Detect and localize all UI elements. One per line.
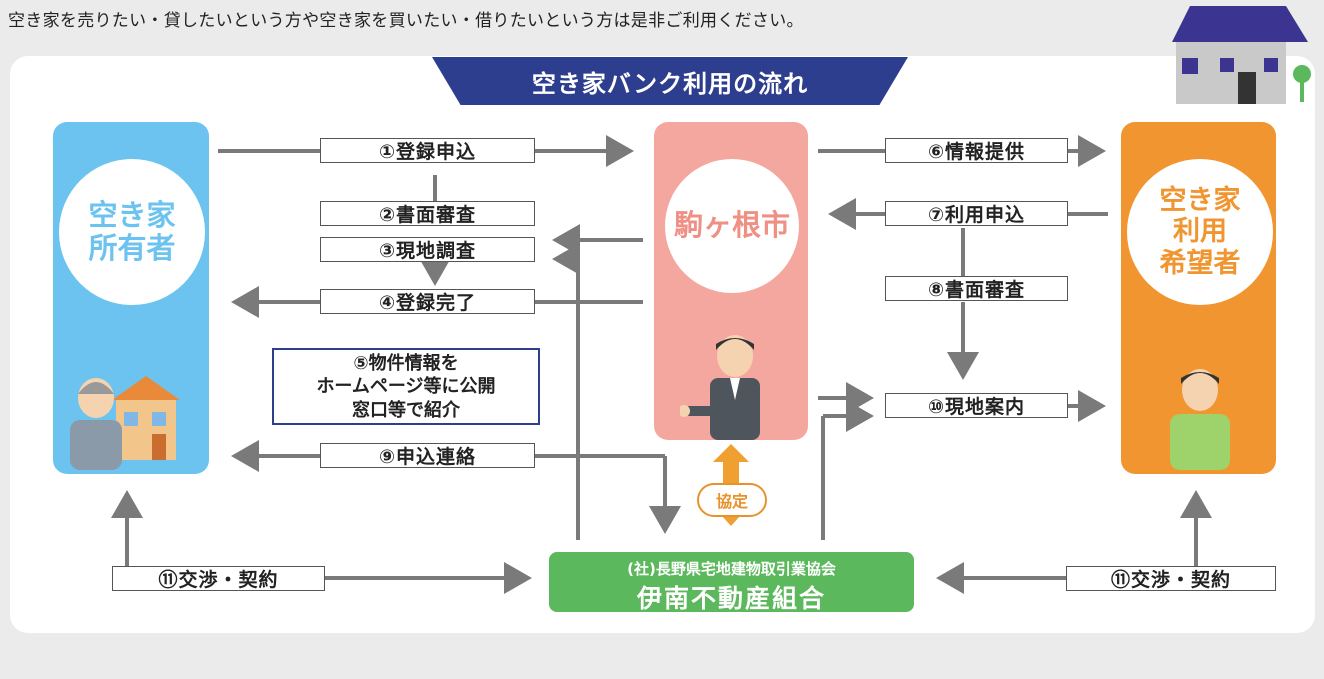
flow-title: 空き家バンク利用の流れ	[432, 57, 908, 105]
step-11-negotiation-left: ⑪交渉・契約	[112, 566, 325, 591]
step-6-info-provision: ⑥情報提供	[885, 138, 1068, 163]
step-9-application-notice: ⑨申込連絡	[320, 443, 535, 468]
step-11-negotiation-right: ⑪交渉・契約	[1066, 566, 1276, 591]
user-person-icon	[1170, 369, 1230, 470]
agreement-badge: 協定	[697, 483, 767, 517]
real-estate-association: (社)長野県宅地建物取引業協会 伊南不動産組合	[549, 552, 914, 613]
city-staff-icon	[680, 335, 760, 440]
step-2-document-review: ②書面審査	[320, 201, 535, 226]
step-7-usage-application: ⑦利用申込	[885, 201, 1068, 226]
owner-person-icon	[70, 376, 180, 470]
step-4-registration-complete: ④登録完了	[320, 289, 535, 314]
step-10-site-guide: ⑩現地案内	[885, 393, 1068, 418]
user-label: 空き家利用希望者	[1127, 159, 1273, 305]
intro-text: 空き家を売りたい・貸したいという方や空き家を買いたい・借りたいという方は是非ご利…	[8, 11, 804, 31]
step-8-document-review: ⑧書面審査	[885, 276, 1068, 301]
step-3-site-survey: ③現地調査	[320, 237, 535, 262]
step-1-register-request: ①登録申込	[320, 138, 535, 163]
step-5-property-publication: ⑤物件情報を ホームページ等に公開 窓口等で紹介	[272, 348, 540, 425]
owner-label: 空き家所有者	[59, 159, 205, 305]
city-label: 駒ヶ根市	[665, 159, 799, 293]
house-icon	[1172, 6, 1311, 104]
